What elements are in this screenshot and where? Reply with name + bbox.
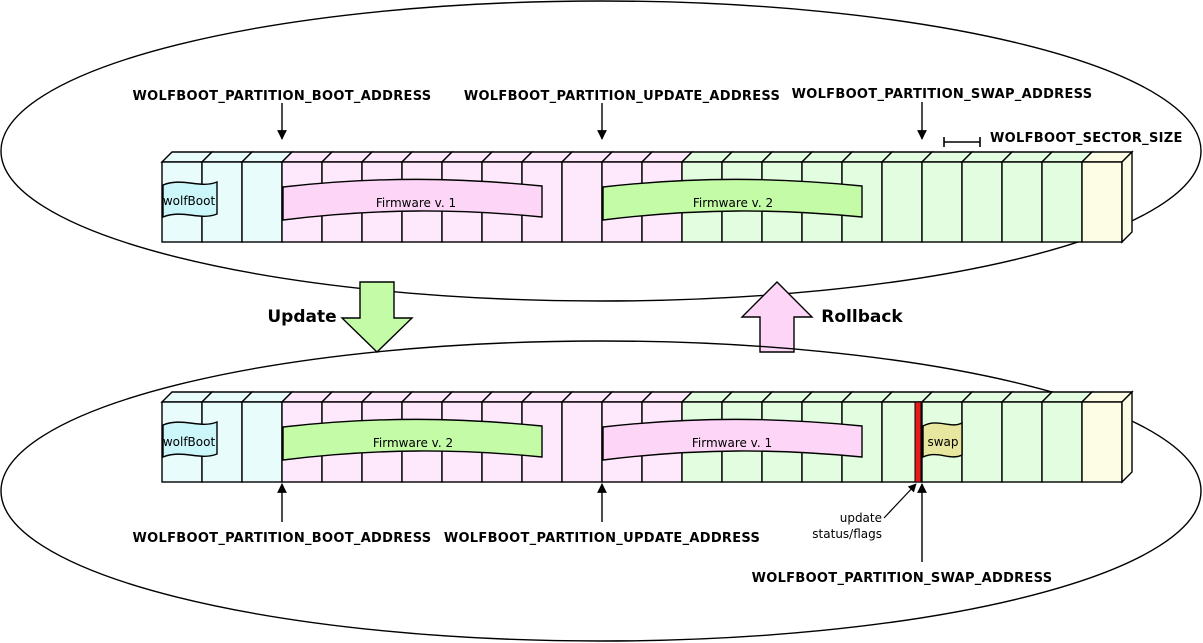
bottom-wolfboot-label: wolfBoot bbox=[163, 435, 216, 449]
top-swap-address-label: WOLFBOOT_PARTITION_SWAP_ADDRESS bbox=[792, 87, 1093, 102]
sector-size-label: WOLFBOOT_SECTOR_SIZE bbox=[990, 131, 1183, 146]
flags-note-line1: update bbox=[840, 511, 882, 525]
top-firmware-v1-label: Firmware v. 1 bbox=[376, 196, 456, 210]
bottom-update-address-label: WOLFBOOT_PARTITION_UPDATE_ADDRESS bbox=[444, 531, 760, 546]
top-firmware-v2-label: Firmware v. 2 bbox=[693, 196, 773, 210]
top-wolfboot-blob bbox=[162, 180, 218, 219]
bottom-firmware-v1-label: Firmware v. 1 bbox=[692, 436, 772, 450]
bottom-sector-2 bbox=[241, 401, 283, 483]
bottom-sector-10 bbox=[561, 401, 603, 483]
bottom-sector-20 bbox=[961, 401, 1003, 483]
bottom-firmware-v2-label: Firmware v. 2 bbox=[373, 436, 453, 450]
bottom-boot-address-label: WOLFBOOT_PARTITION_BOOT_ADDRESS bbox=[133, 531, 432, 546]
rollback-label: Rollback bbox=[821, 307, 903, 327]
update-arrow bbox=[340, 281, 414, 353]
bottom-wolfboot-blob bbox=[162, 420, 218, 459]
top-sector-23 bbox=[1081, 161, 1123, 243]
bottom-swap-label: swap bbox=[927, 435, 958, 449]
sector-size-marker bbox=[943, 137, 981, 147]
top-strip-end-face bbox=[1121, 150, 1133, 244]
top-sector-10 bbox=[561, 161, 603, 243]
top-sector-19 bbox=[921, 161, 963, 243]
top-sector-20 bbox=[961, 161, 1003, 243]
top-boot-address-label: WOLFBOOT_PARTITION_BOOT_ADDRESS bbox=[133, 89, 432, 104]
rollback-arrow bbox=[740, 281, 814, 353]
top-update-address-label: WOLFBOOT_PARTITION_UPDATE_ADDRESS bbox=[464, 89, 780, 104]
bottom-sector-23 bbox=[1081, 401, 1123, 483]
bottom-swap-address-label: WOLFBOOT_PARTITION_SWAP_ADDRESS bbox=[752, 571, 1053, 586]
bottom-firmware-v2-blob bbox=[282, 418, 543, 461]
bottom-sector-21 bbox=[1001, 401, 1043, 483]
top-firmware-v2-blob bbox=[602, 178, 863, 221]
update-flags-marker bbox=[914, 401, 922, 483]
top-sector-21 bbox=[1001, 161, 1043, 243]
bottom-swap-blob bbox=[922, 421, 963, 459]
bottom-strip-end-face bbox=[1121, 390, 1133, 484]
update-label: Update bbox=[267, 307, 336, 327]
top-state-ellipse bbox=[0, 0, 1202, 302]
top-firmware-v1-blob bbox=[282, 178, 543, 221]
top-sector-2 bbox=[241, 161, 283, 243]
top-sector-18 bbox=[881, 161, 923, 243]
flags-note-line2: status/flags bbox=[812, 527, 882, 541]
bottom-state-ellipse bbox=[0, 340, 1202, 642]
bottom-firmware-v1-blob bbox=[602, 418, 863, 461]
top-sector-22 bbox=[1041, 161, 1083, 243]
flags-note-arrow bbox=[883, 483, 917, 519]
top-wolfboot-label: wolfBoot bbox=[163, 194, 216, 208]
bottom-sector-22 bbox=[1041, 401, 1083, 483]
